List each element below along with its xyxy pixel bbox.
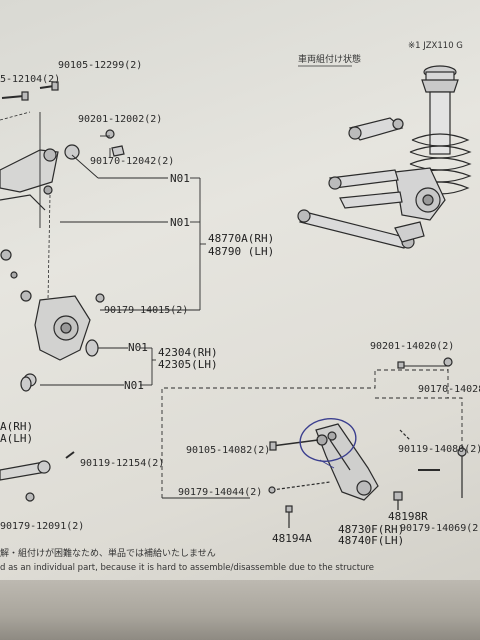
- part-90170-12042: 90170-12042(2): [90, 156, 174, 167]
- part-90179-14044: 90179-14044(2): [178, 487, 262, 498]
- part-48770A: 48770A(RH): [208, 232, 274, 245]
- part-90105-12299: 90105-12299(2): [58, 60, 142, 71]
- part-a-lh: A(LH): [0, 432, 33, 445]
- part-90201-14020: 90201-14020(2): [370, 341, 454, 352]
- header-model-code: ※1 JZX110 G: [408, 41, 463, 51]
- part-90119-14080: 90119-14080(2): [398, 444, 480, 455]
- part-48194A: 48194A: [272, 532, 312, 545]
- pen-circle-annotation: [299, 418, 357, 462]
- footer-note-english: d as an individual part, because it is h…: [0, 563, 374, 573]
- part-12104: 5-12104(2): [0, 74, 60, 85]
- callout-n01-knuckle: N01: [128, 341, 148, 354]
- part-90170-14028: 90170-14028: [418, 384, 480, 395]
- callout-n01-upper: N01: [170, 172, 190, 185]
- knuckle-illustration: [0, 249, 105, 502]
- callout-n01-bushing: N01: [124, 379, 144, 392]
- part-90105-14082: 90105-14082(2): [186, 445, 270, 456]
- part-48790: 48790 (LH): [208, 245, 274, 258]
- lower-arm-48730F-illustration: [268, 357, 467, 528]
- part-48730F: 48730F(RH): [338, 523, 404, 536]
- part-90201-12002: 90201-12002(2): [78, 114, 162, 125]
- part-90119-12154: 90119-12154(2): [80, 458, 164, 469]
- part-48198R: 48198R: [388, 510, 428, 523]
- part-90179-14015: 90179-14015(2): [104, 305, 188, 316]
- part-42304: 42304(RH): [158, 346, 218, 359]
- part-42305: 42305(LH): [158, 358, 218, 371]
- part-48740F: 48740F(LH): [338, 534, 404, 547]
- callout-n01-lower: N01: [170, 216, 190, 229]
- assembled-suspension-illustration: [297, 65, 472, 249]
- part-90179-14069: 90179-14069(2): [400, 523, 480, 534]
- desk-surface: [0, 580, 480, 640]
- assembly-caption: 車両組付け状態: [298, 53, 361, 65]
- part-90179-12091: 90179-12091(2): [0, 521, 84, 532]
- part-a-rh: A(RH): [0, 420, 33, 433]
- footer-note-japanese: 解・組付けが困難なため、単品では補給いたしません: [0, 547, 216, 559]
